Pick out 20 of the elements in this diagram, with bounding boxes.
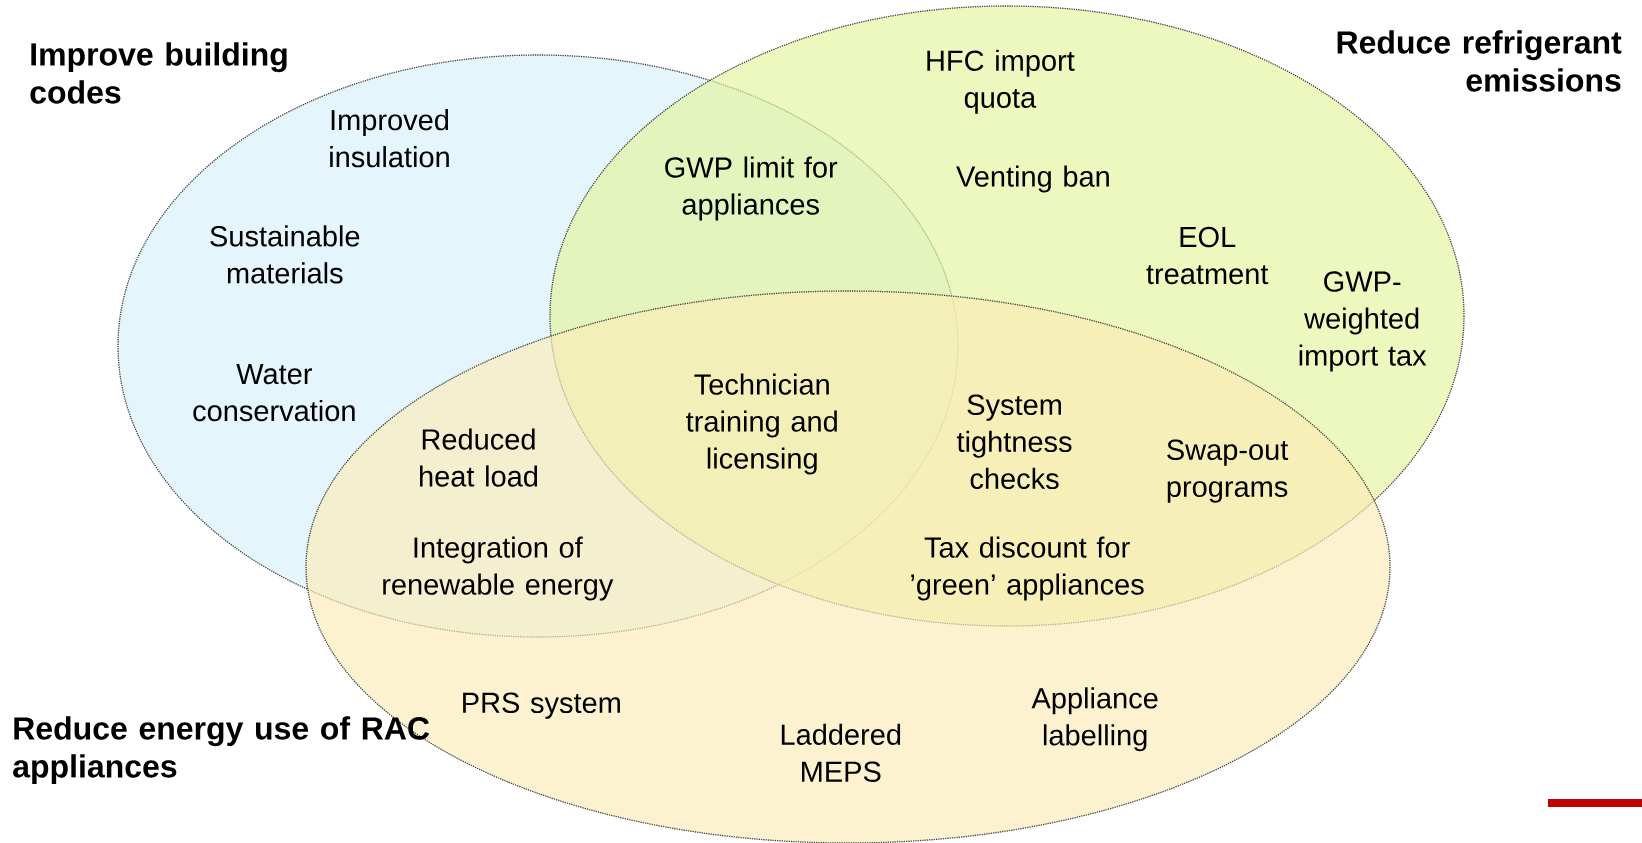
item-label: Water conservation: [193, 364, 355, 422]
item-label: EOL treatment: [1146, 226, 1269, 285]
node-label: emissions: [1466, 68, 1621, 92]
item-label: Sustainable materials: [210, 225, 360, 284]
item-label: GWP limit for appliances: [665, 156, 838, 221]
item-label: Technician training and licensing: [686, 373, 837, 475]
item-label: HFC import quota: [927, 49, 1075, 114]
item-label: Integration of renewable energy: [383, 536, 614, 601]
item-label: Laddered MEPS: [781, 723, 901, 782]
item-label: Tax discount for ’green’ appliances: [911, 536, 1144, 601]
item-label: Improved insulation: [330, 109, 449, 168]
item-label: Swap-out programs: [1167, 439, 1289, 503]
item-label: PRS system: [463, 692, 620, 719]
node-label: codes: [30, 80, 121, 104]
node-label: appliances: [13, 754, 177, 785]
item-label: System tightness checks: [956, 394, 1072, 490]
item-label: Appliance labelling: [1031, 687, 1158, 752]
item-label: Reduced heat load: [420, 428, 538, 487]
item-label: GWP-weighted import tax: [1299, 271, 1427, 372]
item-label: Venting ban: [956, 165, 1109, 193]
